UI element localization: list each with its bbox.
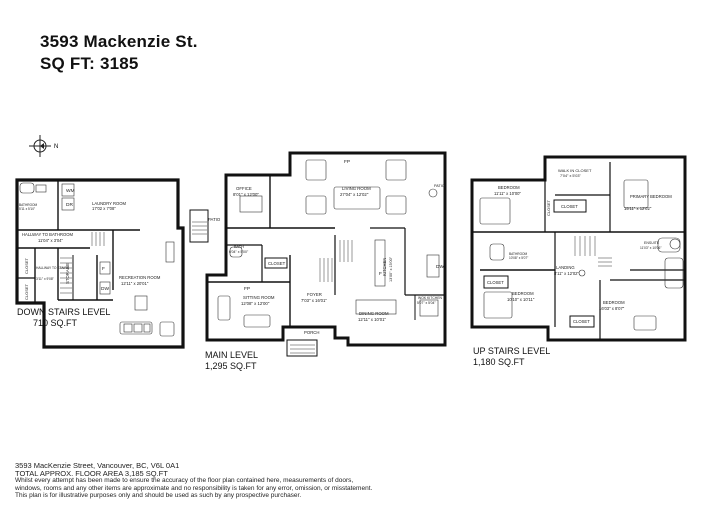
down-closet-1-label: CLOSET (24, 257, 29, 274)
down-closet-2-label: CLOSET (24, 283, 29, 300)
hallway-label: HALLWAY TO BATHROOM (22, 232, 74, 237)
up-bathroom-dim: 10'08" x 5'07" (509, 256, 528, 260)
living-room-label: LIVING ROOM (342, 186, 371, 191)
main-closet-label: CLOSET (268, 261, 286, 266)
wm-label: WM (66, 188, 75, 194)
landing-dim: 8'11" x 12'02" (554, 271, 579, 276)
living-fp-label: FP (344, 159, 350, 165)
wok-kitchen-dim: 5'07" x 5'04" (417, 301, 436, 305)
down-stairs-plan: LAUNDRY ROOM 17'02 x 7'08" WM DR BATHROO… (15, 178, 185, 349)
laundry-room-dim: 17'02 x 7'08" (92, 206, 116, 211)
up-stairs-plan: BEDROOM 11'11" x 10'00" WALK IN CLOSET 7… (470, 155, 687, 342)
bedroom-2-label: BEDROOM (512, 291, 534, 296)
up-bathroom-label: BATHROOM (509, 252, 528, 256)
main-level-name: MAIN LEVEL (205, 350, 259, 360)
footer-disclaimer-1: Whilst every attempt has been made to en… (15, 477, 354, 485)
storage-label: STORAGE (65, 263, 70, 284)
hallway-dim: 11'04" x 3'04" (38, 238, 63, 243)
walkin-closet-label: WALK IN CLOSET (558, 168, 592, 173)
down-level-name: DOWN STAIRS LEVEL (17, 307, 111, 317)
bedroom-3-label: BEDROOM (603, 300, 625, 305)
bedroom-1-dim: 11'11" x 10'00" (494, 191, 522, 196)
main-level-caption: MAIN LEVEL 1,295 SQ.FT (205, 350, 258, 372)
down-dw-label: DW (101, 286, 109, 292)
down-level-area: 710 SQ.FT (33, 318, 78, 328)
up-level-area: 1,180 SQ.FT (473, 357, 525, 367)
office-dim: 8'01" x 12'00" (233, 192, 259, 197)
down-fridge-label: F (102, 266, 105, 272)
main-bath-label: BATH (234, 245, 244, 249)
sitting-room-label: SITTING ROOM (243, 295, 275, 300)
recreation-room-dim: 12'11" x 20'01" (121, 281, 149, 286)
up-level-caption: UP STAIRS LEVEL 1,180 SQ.FT (473, 346, 550, 368)
compass-icon: N (29, 135, 58, 157)
main-dw-label: DW (436, 264, 444, 270)
footer-disclaimer-3: This plan is for illustrative purposes o… (15, 492, 302, 500)
footer-total-area: TOTAL APPROX. FLOOR AREA 3,185 SQ.FT (15, 468, 168, 478)
hallway-stairs-dim: 3'11" x 9'08" (36, 277, 55, 281)
footer-disclaimer-2: windows, rooms and any other items are a… (15, 484, 373, 492)
dr-label: DR (66, 202, 73, 208)
office-label: OFFICE (236, 186, 252, 191)
bedroom-2-dim: 10'10" x 10'11" (507, 297, 535, 302)
down-bathroom-label: BATHROOM (19, 203, 38, 207)
address-title: 3593 Mackenzie St. (40, 32, 198, 51)
footer-address: 3593 MacKenzie Street, Vancouver, BC, V6… (15, 461, 180, 470)
sitting-fp-label: FP (244, 286, 250, 292)
down-bathroom-dim: 5'11 x 5'10" (19, 207, 35, 211)
dining-room-dim: 12'11" x 10'01" (358, 317, 387, 322)
laundry-room-label: LAUNDRY ROOM (92, 201, 127, 206)
patio-right-label: PATIO (434, 184, 445, 188)
primary-bedroom-label: PRIMARY BEDROOM (630, 194, 672, 199)
ensuite-label: ENSUITE (644, 241, 660, 245)
kitchen-dim: 13'00" x 15'00" (389, 256, 393, 282)
porch-label: PORCH (304, 330, 320, 335)
wok-kitchen-label: WOK KITCHEN (418, 296, 442, 300)
kitchen-label: KITCHEN (382, 258, 387, 276)
main-fridge-label: F (379, 271, 382, 277)
compass-label: N (54, 144, 58, 150)
bedroom-1-label: BEDROOM (498, 185, 520, 190)
up-level-name: UP STAIRS LEVEL (473, 346, 551, 356)
landing-label: LANDING (556, 265, 575, 270)
dining-room-label: DINING ROOM (359, 311, 389, 316)
sqft-title: SQ FT: 3185 (40, 54, 139, 73)
walkin-closet-dim: 7'04" x 5'03" (560, 174, 581, 178)
bedroom-3-dim: 16'03" x 8'07" (599, 306, 625, 311)
patio-left-label: PATIO (208, 217, 221, 222)
up-closet-c-label: CLOSET (487, 280, 504, 285)
foyer-dim: 7'03" x 16'01" (301, 298, 327, 303)
sitting-room-dim: 12'08" x 12'00" (241, 301, 270, 306)
hallway-stairs-label: HALLWAY TO STAIRS (36, 266, 70, 270)
up-closet-b-label: CLOSET (546, 199, 551, 216)
up-closet-d-label: CLOSET (573, 319, 590, 324)
footer: 3593 MacKenzie Street, Vancouver, BC, V6… (15, 462, 372, 500)
foyer-label: FOYER (307, 292, 322, 297)
up-closet-a-label: CLOSET (561, 204, 578, 209)
ensuite-dim: 11'03" x 10'06" (640, 246, 662, 250)
primary-bedroom-dim: 15'11" x 12'02" (624, 206, 652, 211)
recreation-room-label: RECREATION ROOM (119, 275, 161, 280)
main-level-area: 1,295 SQ.FT (205, 361, 257, 371)
main-bath-dim: 6'04" x 5'00" (229, 250, 249, 254)
living-room-dim: 27'04" x 12'02" (340, 192, 369, 197)
down-level-caption: DOWN STAIRS LEVEL 710 SQ.FT (17, 307, 110, 329)
main-level-plan: OFFICE 8'01" x 12'00" LIVING ROOM 27'04"… (189, 151, 447, 357)
